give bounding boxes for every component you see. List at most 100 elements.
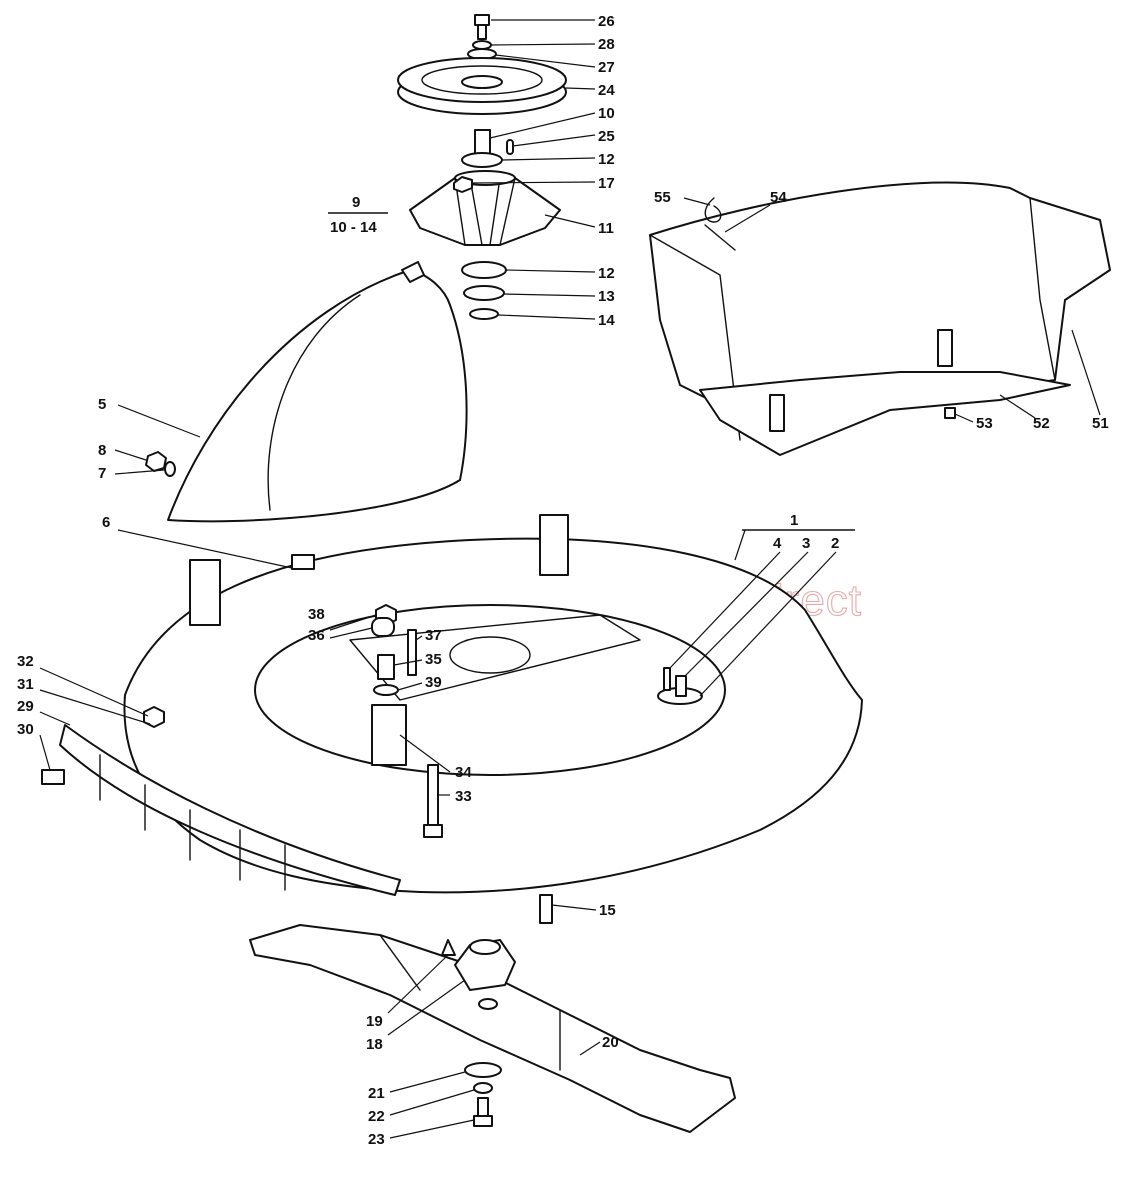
spindle-assembly — [397, 14, 567, 320]
leader-11 — [544, 214, 596, 228]
discharge-chute — [649, 181, 1111, 456]
blade-edges — [379, 934, 561, 1071]
leader-24 — [565, 87, 596, 90]
callout-51: 51 — [1092, 415, 1109, 432]
callout-38: 38 — [308, 606, 325, 623]
washer-7 — [164, 461, 176, 477]
blade-20 — [249, 924, 736, 1133]
shaft-10 — [474, 129, 491, 155]
leader-52 — [999, 394, 1036, 419]
leader-13 — [503, 293, 596, 297]
leader-6 — [117, 529, 293, 569]
washer-21 — [464, 1062, 502, 1078]
leader-23 — [389, 1119, 475, 1139]
callout-22: 22 — [368, 1108, 385, 1125]
callout-21: 21 — [368, 1085, 385, 1102]
guard-teeth — [99, 754, 286, 891]
leader-5 — [117, 404, 201, 438]
leader-34 — [399, 734, 451, 773]
deck-center-hole — [449, 636, 531, 674]
leader-25 — [512, 134, 596, 147]
leader-54 — [724, 204, 771, 233]
bolt-30 — [41, 769, 65, 785]
callout-24: 24 — [598, 82, 615, 99]
callout-33: 33 — [455, 788, 472, 805]
washer-28 — [472, 40, 492, 50]
leader-28 — [489, 43, 596, 46]
callout-4: 4 — [773, 535, 782, 552]
chute-edge — [1029, 197, 1056, 381]
group-label-spindle-top: 9 — [352, 194, 360, 211]
leader-8 — [114, 449, 147, 461]
bolt-23-shank — [477, 1097, 489, 1117]
pin-4 — [663, 667, 671, 691]
leader-51 — [1071, 329, 1101, 416]
adapter-18-hub — [469, 939, 501, 955]
leader-22 — [389, 1089, 475, 1116]
washer-14 — [469, 308, 499, 320]
callout-6: 6 — [102, 514, 110, 531]
leader-19 — [387, 954, 449, 1014]
leader-29 — [39, 711, 71, 726]
bearing-12-bottom — [461, 261, 507, 279]
callout-32: 32 — [17, 653, 34, 670]
leader-36 — [329, 627, 373, 639]
leader-2 — [699, 551, 837, 697]
callout-28: 28 — [598, 36, 615, 53]
leader-39 — [397, 682, 423, 691]
leader-32 — [39, 667, 149, 717]
leader-35 — [393, 659, 423, 666]
leader-3 — [684, 551, 809, 677]
callout-20: 20 — [602, 1034, 619, 1051]
callout-39: 39 — [425, 674, 442, 691]
callout-3: 3 — [802, 535, 810, 552]
leader-38 — [329, 614, 377, 631]
front-guard — [41, 706, 401, 896]
seal-13 — [463, 285, 505, 301]
chute-post-right — [937, 329, 953, 367]
callout-23: 23 — [368, 1131, 385, 1148]
leader-10 — [489, 112, 596, 139]
leader-27 — [495, 54, 596, 68]
deck-bracket-left — [189, 559, 221, 626]
callout-18: 18 — [366, 1036, 383, 1053]
bolt-26-head — [474, 14, 490, 26]
callout-14: 14 — [598, 312, 615, 329]
callout-30: 30 — [17, 721, 34, 738]
leader-1 — [734, 529, 746, 561]
guard-29 — [59, 724, 401, 896]
key-19 — [441, 939, 456, 956]
spindle-housing-11 — [409, 177, 561, 246]
leader-12b — [505, 269, 596, 273]
screw-53 — [944, 407, 956, 419]
leader-37 — [415, 635, 423, 641]
bolt-33-shank — [427, 764, 439, 826]
leader-17 — [471, 181, 596, 184]
callout-25: 25 — [598, 128, 615, 145]
group-label-spindle-bottom: 10 - 14 — [330, 219, 377, 236]
leader-20 — [579, 1041, 601, 1056]
callout-10: 10 — [598, 105, 615, 122]
callout-53: 53 — [976, 415, 993, 432]
pulley-24-groove — [421, 65, 543, 95]
leader-7 — [114, 469, 165, 475]
callout-7: 7 — [98, 465, 106, 482]
callout-26: 26 — [598, 13, 615, 30]
bolt-15 — [539, 894, 553, 924]
chute-post-left — [769, 394, 785, 432]
spacer-35 — [377, 654, 395, 680]
spacer-3 — [675, 675, 687, 697]
callout-12b: 12 — [598, 265, 615, 282]
leader-31 — [39, 689, 151, 725]
blade-assembly — [249, 924, 736, 1133]
callout-55: 55 — [654, 189, 671, 206]
leader-55 — [683, 197, 711, 206]
callout-5: 5 — [98, 396, 106, 413]
callout-34: 34 — [455, 764, 472, 781]
nut-8 — [145, 451, 167, 472]
callout-8: 8 — [98, 442, 106, 459]
bolt-36 — [371, 617, 395, 637]
deck-inner-ring — [254, 604, 726, 776]
